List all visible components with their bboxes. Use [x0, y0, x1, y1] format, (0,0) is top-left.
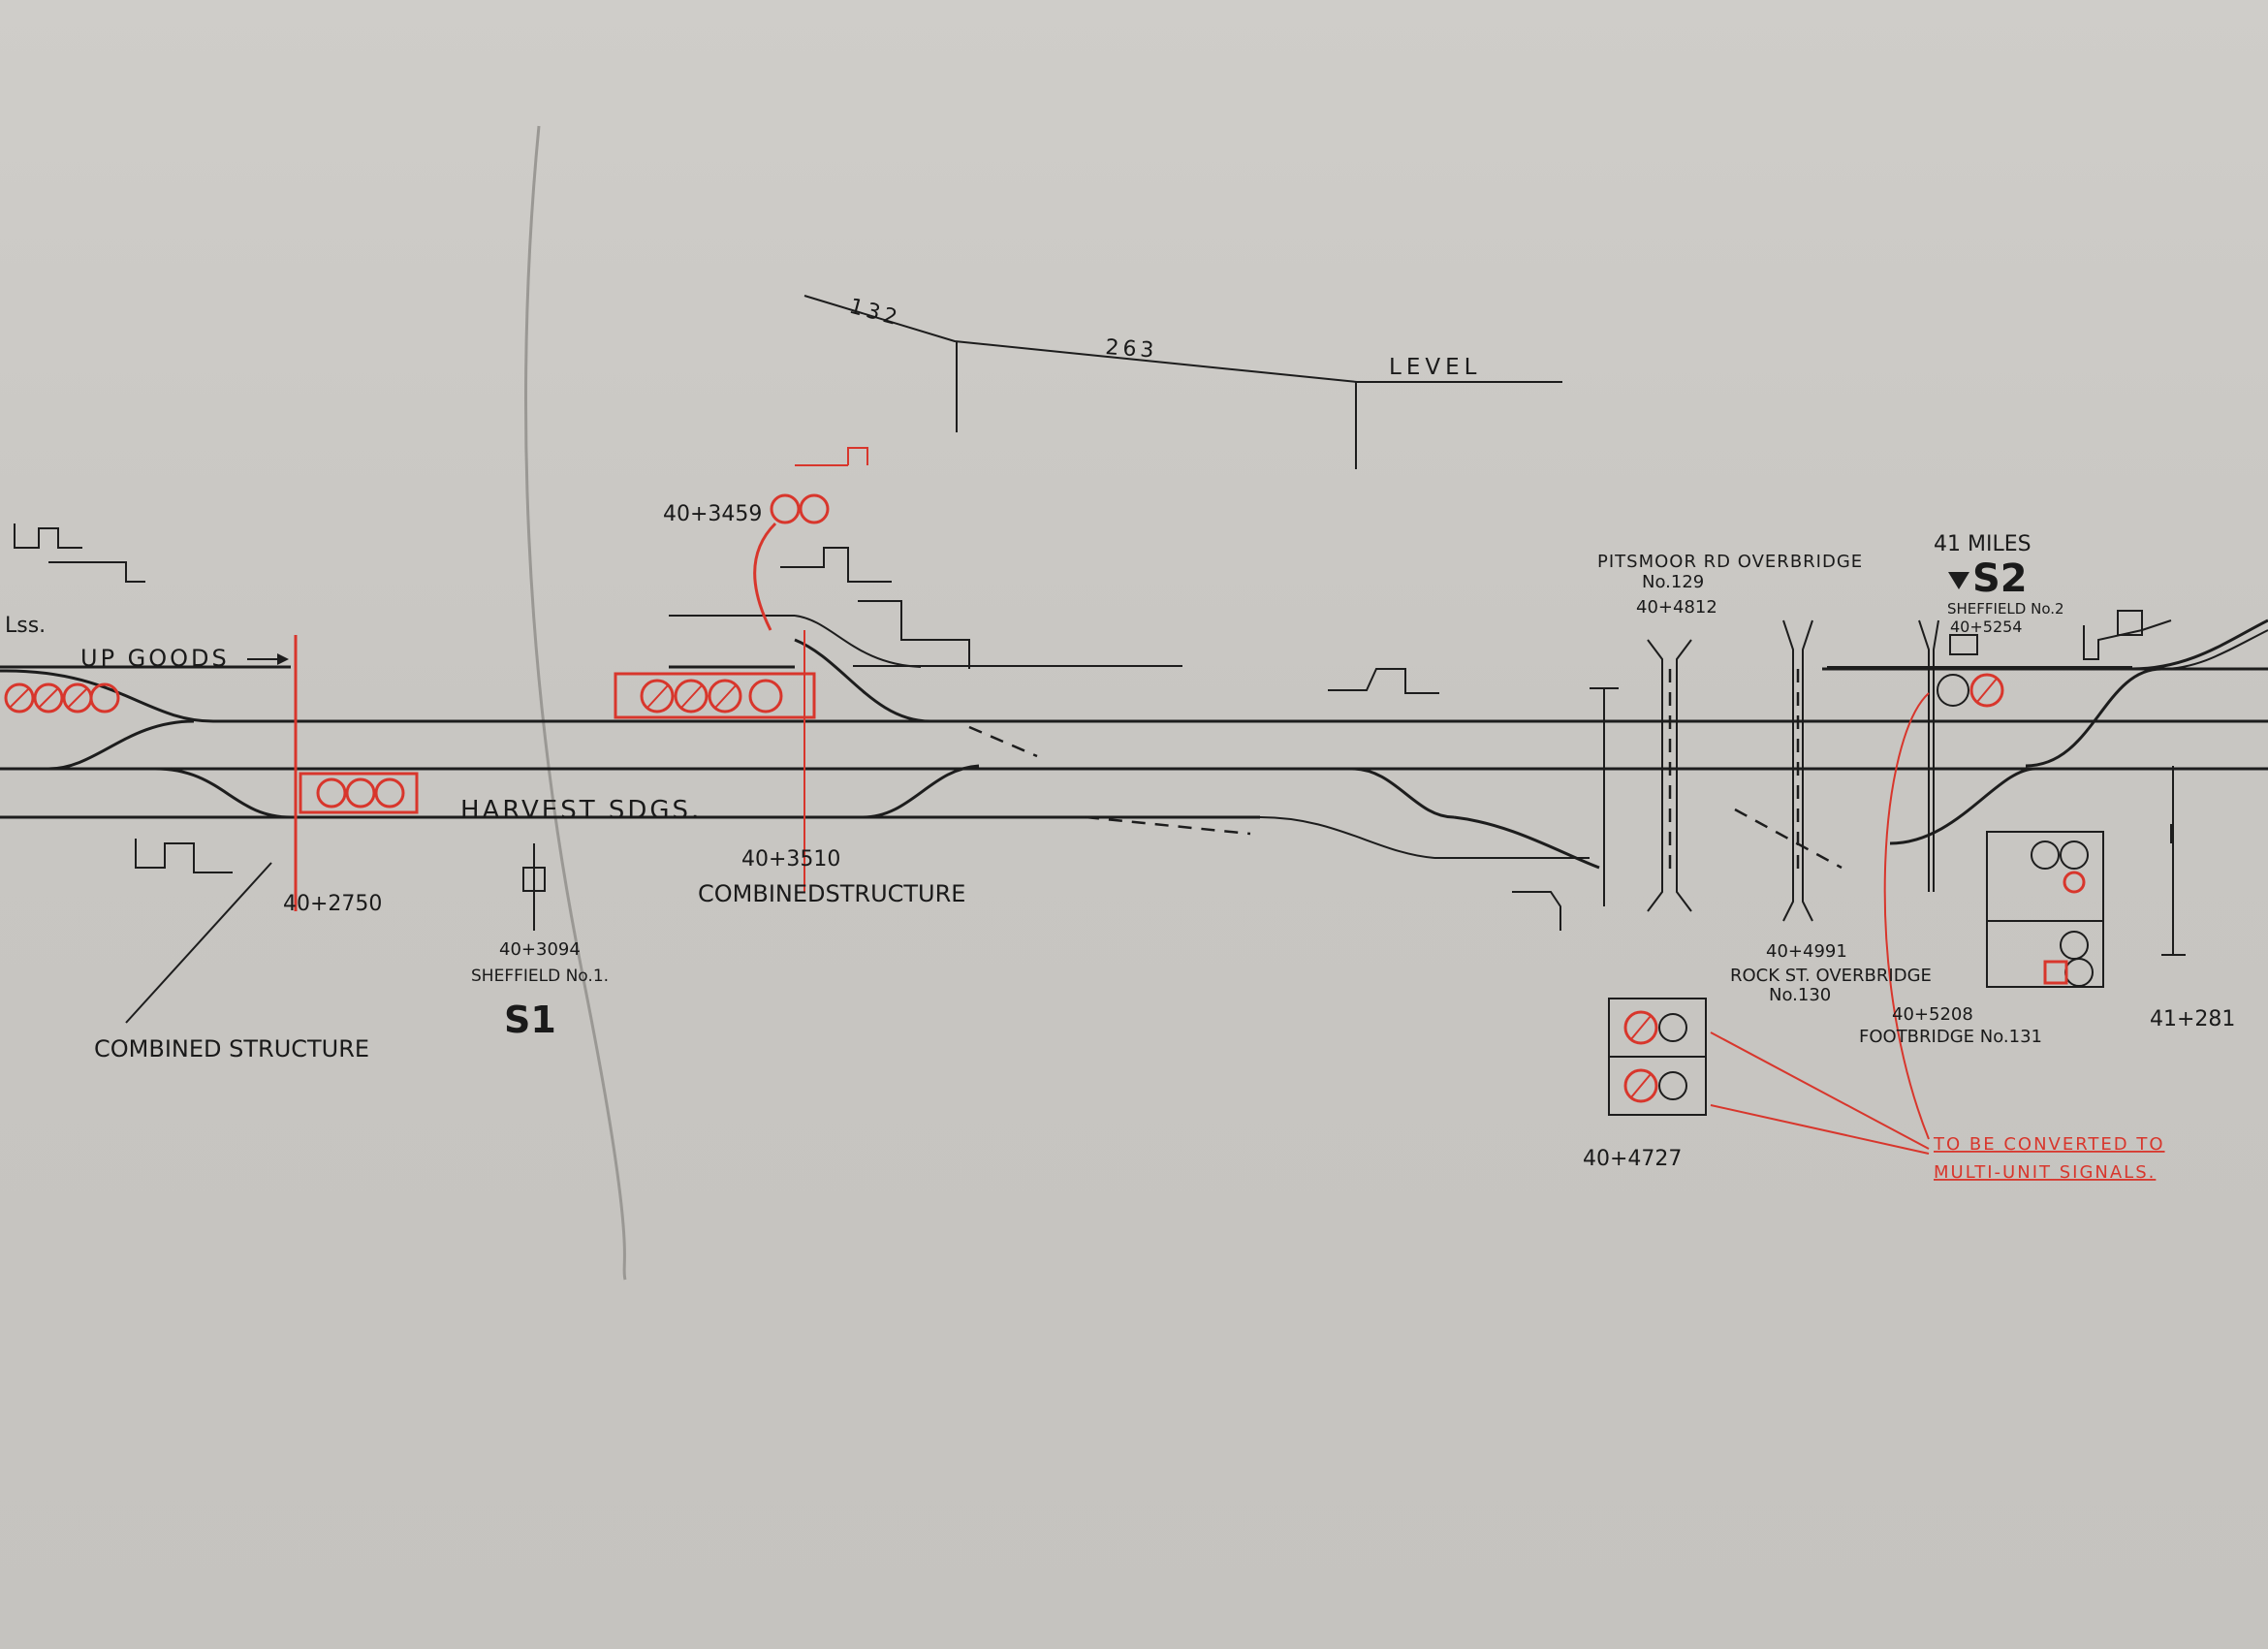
mileage-40-3459: 40+3459 — [663, 502, 762, 526]
s2-triangle — [1948, 572, 1969, 589]
red-signal-group-middle — [614, 630, 816, 892]
rock-st-label: ROCK ST. OVERBRIDGE — [1730, 966, 1932, 986]
combined-structure-label-1: COMBINED STRUCTURE — [94, 1035, 369, 1062]
pencil-mark — [524, 125, 627, 1281]
pointer-combined-structure — [125, 862, 272, 1024]
up-goods-arrowhead — [277, 653, 289, 665]
pitsmoor-number: No.129 — [1642, 572, 1704, 592]
gradient-level: LEVEL — [1389, 355, 1481, 380]
mileage-40-4991: 40+4991 — [1766, 941, 1847, 962]
mileage-40-5208: 40+5208 — [1892, 1004, 1973, 1025]
pitsmoor-label: PITSMOOR RD OVERBRIDGE — [1597, 552, 1863, 572]
conversion-note-2: MULTI-UNIT SIGNALS. — [1934, 1162, 2156, 1183]
mileage-40-2750: 40+2750 — [283, 892, 382, 916]
mileage-40-3094: 40+3094 — [499, 939, 581, 960]
miles-41-label: 41 MILES — [1934, 532, 2032, 556]
mileage-40-3510: 40+3510 — [741, 847, 840, 872]
mileage-40-4727: 40+4727 — [1583, 1147, 1682, 1171]
gradient-263: 263 — [1105, 335, 1159, 364]
rock-st-number: No.130 — [1769, 985, 1831, 1005]
overbridges — [1590, 619, 2186, 956]
mileage-40-4812: 40+4812 — [1636, 597, 1717, 618]
signal-boxes-right — [1986, 831, 2104, 988]
shunt-signals — [14, 523, 2172, 931]
gradient-profile: 132 263 LEVEL — [803, 295, 1562, 469]
sheffield-no2-label: SHEFFIELD No.2 — [1947, 600, 2064, 618]
loss-label: Lss. — [5, 614, 46, 638]
signal-box-s1: S1 — [504, 999, 556, 1041]
red-signal-group-harvest — [294, 635, 419, 911]
conversion-note-1: TO BE CONVERTED TO — [1933, 1134, 2165, 1155]
red-signal-s2 — [1883, 673, 2004, 1140]
sheffield-no1-label: SHEFFIELD No.1. — [471, 967, 609, 986]
signal-box-s2: S2 — [1972, 556, 2028, 601]
up-goods-label: UP GOODS — [80, 645, 230, 672]
red-signal-group-left — [4, 682, 120, 714]
harvest-sdgs-label: HARVEST SDGS. — [460, 796, 702, 825]
red-signals-4727 — [1608, 998, 1930, 1155]
running-lines — [0, 615, 2268, 870]
mileage-41-281: 41+281 — [2150, 1007, 2235, 1031]
footbridge-label: FOOTBRIDGE No.131 — [1859, 1027, 2042, 1047]
combined-structure-label-2: COMBINEDSTRUCTURE — [698, 880, 965, 907]
gradient-132: 132 — [846, 295, 903, 332]
mileage-40-5254: 40+5254 — [1950, 618, 2022, 636]
red-signal-3459 — [753, 447, 868, 631]
